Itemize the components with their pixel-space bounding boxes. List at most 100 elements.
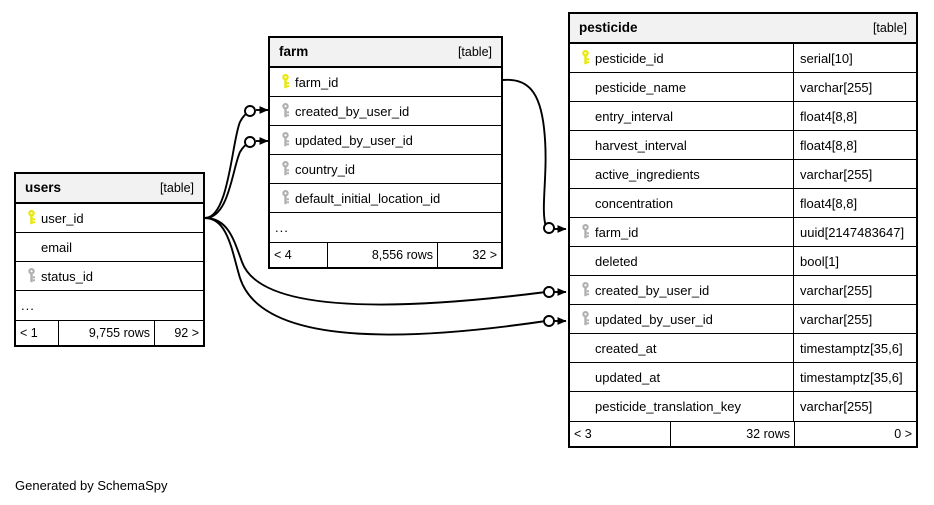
column-type: serial[10]: [793, 44, 916, 72]
table-row[interactable]: updated_by_user_id varchar[255]: [570, 305, 916, 334]
prev-page-indicator[interactable]: < 1: [20, 325, 38, 340]
column-name-cell: created_at: [570, 334, 793, 362]
column-name: pesticide_id: [595, 50, 664, 66]
next-page-indicator[interactable]: 92 >: [154, 321, 203, 345]
table-farm-footer: < 4 8,556 rows 32 >: [270, 242, 501, 267]
column-name-cell: entry_interval: [570, 102, 793, 130]
table-row[interactable]: farm_id uuid[2147483647]: [570, 218, 916, 247]
prev-page-indicator[interactable]: < 3: [574, 426, 592, 441]
row-count: 32 rows: [670, 422, 794, 446]
table-more-columns-row: ...: [270, 213, 501, 242]
table-row[interactable]: created_by_user_id varchar[255]: [570, 276, 916, 305]
table-row[interactable]: harvest_interval float4[8,8]: [570, 131, 916, 160]
generated-by-note: Generated by SchemaSpy: [15, 478, 168, 493]
column-name-cell: email: [16, 233, 203, 261]
column-name-cell: status_id: [16, 262, 203, 290]
table-row[interactable]: created_by_user_id: [270, 97, 501, 126]
table-farm-header: farm [table]: [270, 38, 501, 68]
foreign-key-icon: [276, 103, 295, 119]
table-farm-columns: farm_id created_by_user_i: [270, 68, 501, 242]
column-name-cell: harvest_interval: [570, 131, 793, 159]
table-row[interactable]: farm_id: [270, 68, 501, 97]
column-type: float4[8,8]: [793, 102, 916, 130]
table-row[interactable]: active_ingredients varchar[255]: [570, 160, 916, 189]
column-name: pesticide_translation_key: [595, 399, 741, 414]
column-type: uuid[2147483647]: [793, 218, 916, 246]
prev-page-indicator[interactable]: < 4: [274, 247, 292, 262]
table-row[interactable]: updated_by_user_id: [270, 126, 501, 155]
column-name-cell: pesticide_name: [570, 73, 793, 101]
table-pesticide[interactable]: pesticide [table] pesticide_id: [568, 12, 918, 448]
relationship-farm-pesticide-farm-id: [502, 78, 567, 234]
primary-key-icon: [276, 74, 295, 90]
table-row[interactable]: deleted bool[1]: [570, 247, 916, 276]
table-row[interactable]: entry_interval float4[8,8]: [570, 102, 916, 131]
foreign-key-icon: [22, 268, 41, 284]
table-farm[interactable]: farm [table] farm_id: [268, 36, 503, 269]
column-name: pesticide_name: [595, 79, 687, 95]
column-name-cell: country_id: [270, 155, 501, 183]
table-row[interactable]: pesticide_translation_key varchar[255]: [570, 392, 916, 421]
column-name: created_at: [595, 340, 657, 356]
column-name: concentration: [595, 195, 674, 211]
table-row[interactable]: created_at timestamptz[35,6]: [570, 334, 916, 363]
table-users-name: users: [25, 180, 62, 196]
table-row[interactable]: user_id: [16, 204, 203, 233]
next-page-indicator[interactable]: 0 >: [794, 422, 916, 446]
column-name-cell: created_by_user_id: [570, 276, 793, 304]
column-name: country_id: [295, 161, 355, 177]
column-name: updated_by_user_id: [295, 132, 413, 148]
table-users-columns: user_id email: [16, 204, 203, 320]
table-users-kind: [table]: [159, 180, 194, 195]
column-type: timestamptz[35,6]: [793, 334, 916, 362]
column-name: active_ingredients: [595, 166, 700, 182]
table-users[interactable]: users [table] user_id: [14, 172, 205, 347]
foreign-key-icon: [276, 132, 295, 148]
column-name: user_id: [41, 210, 84, 226]
column-type: float4[8,8]: [793, 189, 916, 217]
primary-key-icon: [22, 210, 41, 226]
foreign-key-icon: [576, 282, 595, 298]
column-name: entry_interval: [595, 108, 674, 124]
next-page-indicator[interactable]: 32 >: [437, 243, 501, 267]
column-type: varchar[255]: [793, 276, 916, 304]
column-name-cell: updated_by_user_id: [270, 126, 501, 154]
column-name: created_by_user_id: [595, 282, 710, 298]
table-users-header: users [table]: [16, 174, 203, 204]
column-name-cell: active_ingredients: [570, 160, 793, 188]
column-name-cell: created_by_user_id: [270, 97, 501, 125]
table-row[interactable]: updated_at timestamptz[35,6]: [570, 363, 916, 392]
row-count: 8,556 rows: [327, 243, 437, 267]
column-name: deleted: [595, 253, 638, 269]
primary-key-icon: [576, 50, 595, 66]
column-name: updated_at: [595, 369, 661, 385]
table-row[interactable]: status_id: [16, 262, 203, 291]
column-type: varchar[255]: [793, 160, 916, 188]
column-name-cell: updated_at: [570, 363, 793, 391]
column-name: created_by_user_id: [295, 103, 410, 119]
column-name-cell: user_id: [16, 204, 203, 232]
table-farm-name: farm: [279, 44, 309, 60]
column-name: default_initial_location_id: [295, 190, 441, 206]
table-row[interactable]: default_initial_location_id: [270, 184, 501, 213]
table-pesticide-name: pesticide: [579, 20, 638, 36]
relationship-users-farm-created-by: [204, 105, 269, 219]
table-row[interactable]: pesticide_name varchar[255]: [570, 73, 916, 102]
table-row[interactable]: concentration float4[8,8]: [570, 189, 916, 218]
foreign-key-icon: [276, 161, 295, 177]
table-row[interactable]: email: [16, 233, 203, 262]
column-name: harvest_interval: [595, 137, 687, 153]
column-type: bool[1]: [793, 247, 916, 275]
column-name-cell: pesticide_translation_key: [570, 392, 793, 421]
column-name: updated_by_user_id: [595, 311, 713, 327]
ellipsis: ...: [275, 220, 289, 235]
relationship-users-farm-updated-by: [204, 136, 269, 219]
column-name-cell: farm_id: [270, 68, 501, 96]
table-row[interactable]: country_id: [270, 155, 501, 184]
table-farm-kind: [table]: [457, 44, 492, 59]
table-row[interactable]: pesticide_id serial[10]: [570, 44, 916, 73]
column-type: varchar[255]: [793, 73, 916, 101]
column-name: farm_id: [295, 74, 339, 90]
column-name-cell: farm_id: [570, 218, 793, 246]
column-type: varchar[255]: [793, 392, 916, 421]
